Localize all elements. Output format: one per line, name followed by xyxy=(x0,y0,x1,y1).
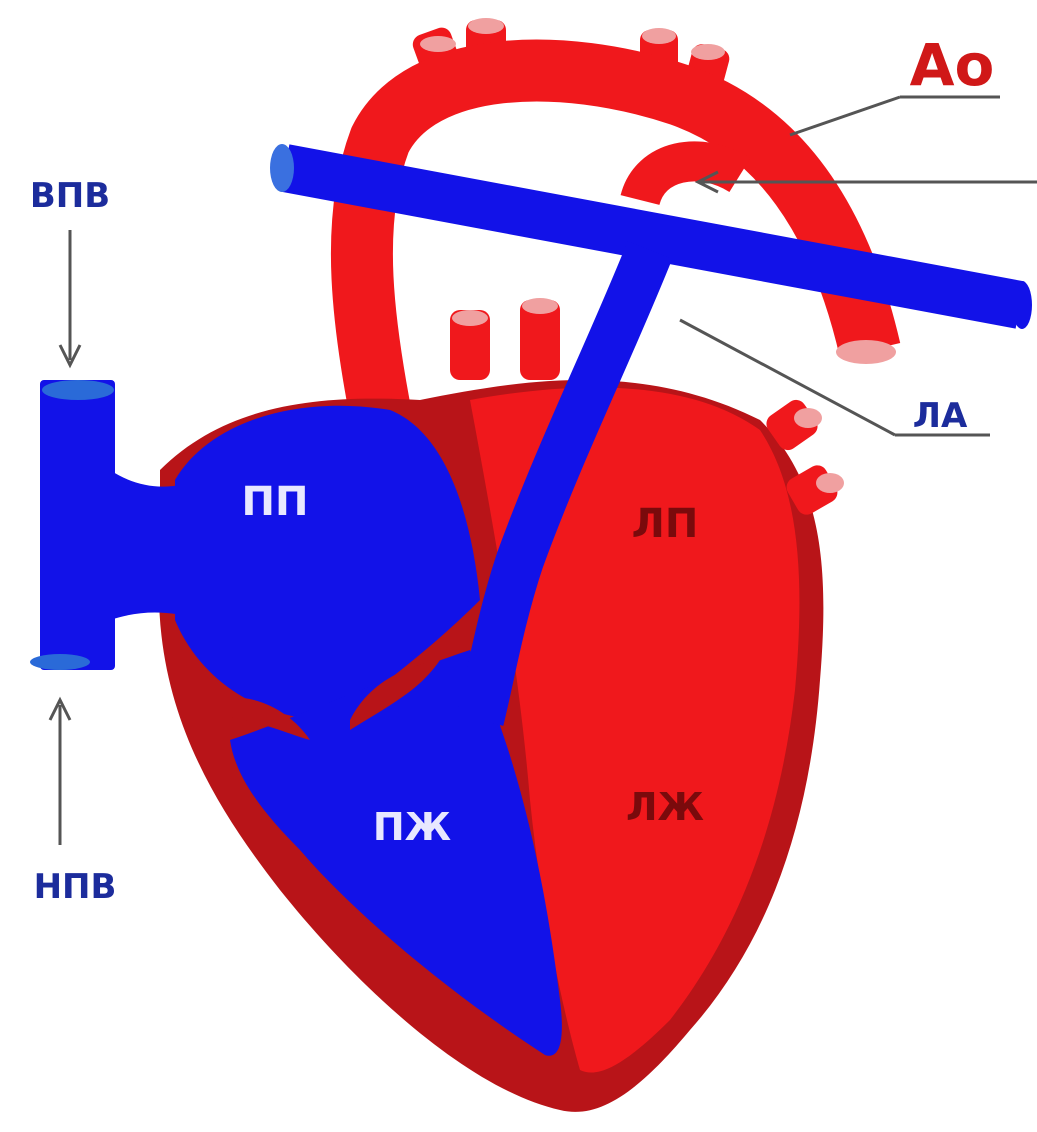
ao-label: Ао xyxy=(910,31,995,99)
pa-label: ЛА xyxy=(913,396,968,436)
rv-label: ПЖ xyxy=(373,805,451,849)
ivc-label: НПВ xyxy=(34,867,117,907)
lv-label: ЛЖ xyxy=(626,785,704,829)
la-label: ЛП xyxy=(632,501,699,547)
ao-leader xyxy=(790,97,900,135)
ra-label: ПП xyxy=(242,479,309,525)
svc-label: ВПВ xyxy=(30,176,110,216)
